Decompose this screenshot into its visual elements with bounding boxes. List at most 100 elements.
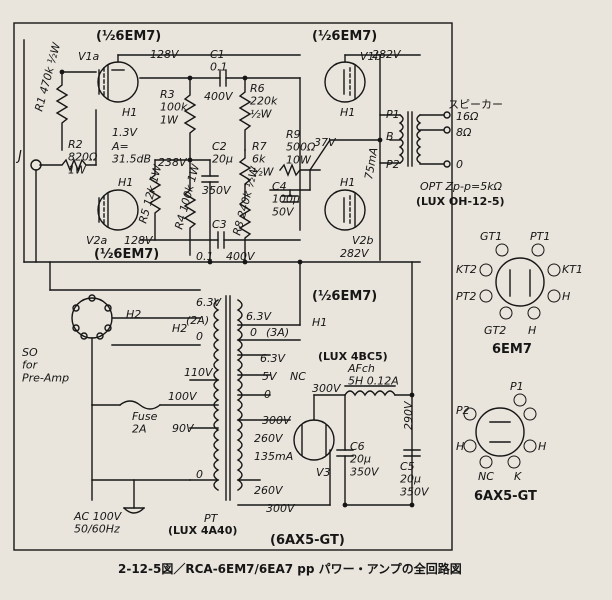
caption: 2-12-5図／RCA-6EM7/6EA7 pp パワー・アンプの全回路図 [118, 561, 462, 576]
label-h2: H2 [126, 308, 141, 321]
label-238v: 238V [158, 156, 188, 169]
label-lux-4bc5: (LUX 4BC5) [318, 350, 388, 363]
tube-v1b [324, 61, 366, 103]
label-260v: 260V [254, 432, 284, 445]
pinout-6em7 [479, 243, 561, 320]
label-r5: R5 12k 1W [136, 162, 164, 224]
label-mid-right-tube: (½6EM7) [312, 289, 377, 304]
label-6-3v-b: 6.3V [246, 310, 272, 323]
label-1-3v: 1.3V [112, 126, 138, 139]
label-h1-b: H1 [340, 106, 355, 119]
label-37v: 37V [314, 136, 337, 149]
label-90v: 90V [172, 422, 195, 435]
label-zero-a: 0 [196, 330, 203, 343]
label-pt2: PT2 [456, 290, 476, 303]
label-h1-a: H1 [122, 106, 137, 119]
tube-v1a [97, 61, 139, 103]
label-gt2: GT2 [484, 324, 506, 337]
label-260v-b: 260V [254, 484, 284, 497]
label-2a: (2A) [186, 314, 209, 327]
label-v2a: V2a [86, 234, 108, 247]
tube-v3 [293, 419, 335, 461]
label-p1-ax: P1 [510, 380, 524, 393]
label-sp0: 0 [456, 158, 463, 171]
label-282v-top: 282V [372, 48, 402, 61]
label-zero-b: 0 [250, 326, 257, 339]
label-128v-bot: 128V [124, 234, 154, 247]
label-pin-6em7: 6EM7 [492, 342, 532, 357]
label-r8: R8 240k ½W [230, 164, 261, 237]
diagram-frame [13, 22, 453, 551]
label-pt: PT [204, 512, 219, 525]
label-gt1: GT1 [480, 230, 502, 243]
label-opt-model: (LUX OH-12-5) [416, 195, 505, 208]
label-h-d: H [538, 440, 546, 453]
label-110v: 110V [184, 366, 214, 379]
label-282v-bot: 282V [340, 247, 370, 260]
label-c3-val: 0.1 [196, 250, 214, 263]
label-6-3v-a: 6.3V [196, 296, 222, 309]
label-135ma: 135mA [254, 450, 293, 463]
label-3a: (3A) [266, 326, 289, 339]
label-h-a: H [562, 290, 570, 303]
label-k-ax: K [514, 470, 522, 483]
label-5v: 5V [262, 370, 278, 383]
label-sp16: 16Ω [456, 110, 479, 123]
label-400v-bot: 400V [226, 250, 256, 263]
label-300v-sec: 300V [262, 414, 292, 427]
tube-v2a [97, 189, 139, 231]
label-speaker: スピーカー [448, 98, 503, 111]
label-h-b: H [528, 324, 536, 337]
label-nc: NC [290, 370, 306, 383]
label-opt: OPT Zp-p=5kΩ [420, 180, 503, 193]
label-p1: P1 [386, 108, 400, 121]
label-nc-ax: NC [478, 470, 494, 483]
label-300v-ch: 300V [312, 382, 342, 395]
label-kt2: KT2 [456, 263, 477, 276]
socket-so [71, 294, 113, 340]
label-400v-top: 400V [204, 90, 234, 103]
label-h2b: H2 [172, 322, 187, 335]
pinout-6ax5 [463, 393, 537, 469]
label-h1-pt: H1 [312, 316, 327, 329]
label-rect: (6AX5-GT) [270, 533, 345, 548]
label-75ma: 75mA [362, 147, 380, 181]
label-jack: J [15, 149, 22, 164]
tube-v2b [324, 189, 366, 231]
label-top-tube-right: (½6EM7) [312, 29, 377, 44]
label-h-c: H [456, 440, 464, 453]
output-transformer [379, 111, 451, 168]
label-300v-b: 300V [266, 502, 296, 515]
label-kt1: KT1 [562, 263, 583, 276]
label-top-tube-left: (½6EM7) [96, 29, 161, 44]
label-sp8: 8Ω [456, 126, 472, 139]
label-290v: 290V [402, 400, 415, 430]
label-zero-c: 0 [264, 388, 271, 401]
label-pt1: PT1 [530, 230, 550, 243]
label-p2: P2 [386, 158, 400, 171]
label-p2-ax: P2 [456, 404, 470, 417]
label-pt-model: (LUX 4A40) [168, 524, 237, 537]
label-c3: C3 [212, 218, 227, 231]
label-6-3v-c: 6.3V [260, 352, 286, 365]
label-mid-left-tube: (½6EM7) [94, 247, 159, 262]
label-v1a: V1a [78, 50, 100, 63]
label-v3: V3 [316, 466, 331, 479]
label-v1b: V1b [360, 50, 382, 63]
label-128v-top: 128V [150, 48, 180, 61]
label-h1-c: H1 [118, 176, 133, 189]
label-h1-d: H1 [340, 176, 355, 189]
